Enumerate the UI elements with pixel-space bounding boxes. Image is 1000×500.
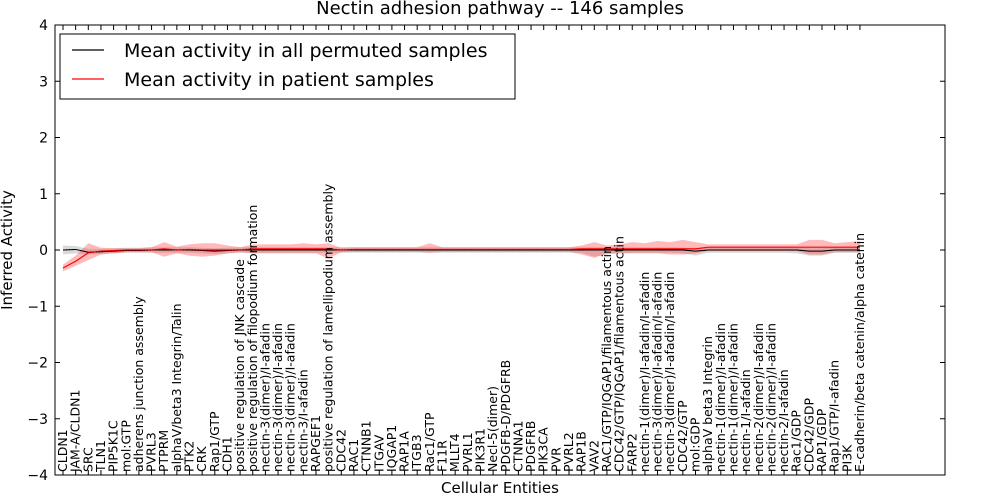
y-tick-label: −4 xyxy=(27,468,48,484)
x-tick-label: PTPRM xyxy=(156,430,171,472)
x-tick-label: Rap1/GTP xyxy=(207,411,222,472)
x-tick-label: IQGAP1 xyxy=(384,425,399,472)
x-tick-label: nectin-2/I-afadin xyxy=(776,369,791,472)
y-tick-label: −3 xyxy=(27,412,48,428)
y-axis-title: Inferred Activity xyxy=(0,190,16,310)
legend: Mean activity in all permuted samples Me… xyxy=(59,33,516,100)
x-tick-label: positive regulation of lamellipodium ass… xyxy=(321,183,336,472)
x-tick-label: nectin-1(dimer)/I-afadin/I-afadin xyxy=(637,272,652,472)
x-tick-label: JAM-A/CLDN1 xyxy=(68,390,83,473)
x-tick-label: CTNNB1 xyxy=(359,420,374,472)
y-tick-label: 3 xyxy=(39,74,48,90)
x-tick-label: CDC42/GTP/IQGAP1/filamentous actin xyxy=(612,236,627,472)
x-tick-label: PDGFRB xyxy=(523,421,538,472)
y-tick-label: 4 xyxy=(39,18,48,34)
x-tick-label: RAP1/GDP xyxy=(814,408,829,472)
x-tick-label: PVR xyxy=(548,447,563,472)
band-series-1 xyxy=(63,239,860,272)
x-tick-label: PVRL2 xyxy=(561,432,576,472)
x-tick-label: CDC42/GDP xyxy=(801,397,816,472)
x-tick-label: nectin-2(dimer)/I-afadin xyxy=(763,323,778,472)
x-tick-label: nectin-1/I-afadin xyxy=(738,369,753,472)
x-tick-label: adherens junction assembly xyxy=(131,296,146,472)
x-tick-label: CDC42/GTP xyxy=(675,400,690,472)
y-axis: −4 −3 −2 −1 0 1 2 3 4 xyxy=(27,18,945,484)
x-tick-label: nectin-1(dimer)/I-afadin xyxy=(713,323,728,472)
x-tick-label: CDH1 xyxy=(219,436,234,472)
y-tick-label: −2 xyxy=(27,356,48,372)
x-tick-label: CDC42 xyxy=(333,429,348,472)
x-tick-label: nectin-3(dimer)/I-afadin/I-afadin xyxy=(650,272,665,472)
x-tick-label: PIK3R1 xyxy=(472,428,487,472)
y-tick-label: 1 xyxy=(39,187,48,203)
x-tick-label: RAPGEF1 xyxy=(308,415,323,472)
line-series-1 xyxy=(62,246,860,269)
legend-box xyxy=(59,33,516,100)
legend-label-permuted: Mean activity in all permuted samples xyxy=(124,40,487,62)
x-tick-label: ITGB3 xyxy=(409,434,424,472)
x-tick-label: Necl-5(dimer) xyxy=(485,386,500,472)
x-tick-label: nectin-3(dimer)/I-afadin xyxy=(257,323,272,472)
x-tick-label: nectin-1(dimer)/I-afadin xyxy=(725,323,740,472)
x-tick-label: MLLT4 xyxy=(447,433,462,472)
x-tick-label: FARP2 xyxy=(624,433,639,472)
x-tick-label: positive regulation of filopodium format… xyxy=(245,205,260,472)
x-tick-label: mol:GTP xyxy=(118,420,133,472)
x-tick-label: nectin-2(dimer)/I-afadin xyxy=(751,323,766,472)
x-tick-label: positive regulation of JNK cascade xyxy=(232,259,247,472)
x-tick-label: TLN1 xyxy=(93,440,108,473)
x-tick-label: Rap1/GTP/I-afadin xyxy=(827,360,842,472)
x-tick-label: PTK2 xyxy=(182,441,197,472)
y-tick-label: 0 xyxy=(39,243,48,259)
x-tick-label: alphaV/beta3 Integrin/Talin xyxy=(169,304,184,473)
x-tick-label: RAC1 xyxy=(346,439,361,472)
x-tick-label: SRC xyxy=(80,447,95,472)
x-tick-label: Rac1/GTP xyxy=(422,412,437,472)
x-tick-label: E-cadherin/beta catenin/alpha catenin xyxy=(852,233,867,472)
x-tick-label: Rac1/GDP xyxy=(789,410,804,472)
chart-title: Nectin adhesion pathway -- 146 samples xyxy=(316,0,684,19)
x-tick-label: PI3K xyxy=(839,444,854,472)
x-axis-title: Cellular Entities xyxy=(441,479,559,497)
series-lines xyxy=(62,246,860,269)
x-tick-label: nectin-3/I-afadin xyxy=(295,369,310,472)
x-tick-label: RAP1A xyxy=(397,431,412,472)
x-axis: CLDN1JAM-A/CLDN1SRCTLN1PIP5K1Cmol:GTPadh… xyxy=(55,25,867,475)
x-tick-label: CLDN1 xyxy=(55,429,70,472)
x-tick-label: ITGAV xyxy=(371,434,386,472)
x-tick-label: alphaV beta3 Integrin xyxy=(700,336,715,472)
x-tick-label: F11R xyxy=(435,440,450,472)
x-tick-label: RAP1B xyxy=(574,431,589,472)
x-tick-label: PIK3CA xyxy=(536,427,551,472)
x-tick-label: RAC1/GTP/IQGAP1/filamentous actin xyxy=(599,246,614,472)
x-tick-label: CRK xyxy=(194,446,209,472)
x-tick-label: PIP5K1C xyxy=(106,420,121,472)
y-tick-label: 2 xyxy=(39,131,48,147)
x-tick-label: nectin-3(dimer)/I-afadin xyxy=(270,323,285,472)
x-tick-label: nectin-3(dimer)/I-afadin xyxy=(283,323,298,472)
x-tick-label: nectin-3(dimer)/I-afadin/I-afadin xyxy=(662,272,677,472)
x-tick-label: VAV2 xyxy=(586,440,601,472)
y-tick-label: −1 xyxy=(27,299,48,315)
x-tick-label: PDGFB-D/PDGFRB xyxy=(498,360,513,472)
x-tick-label: PVRL3 xyxy=(144,432,159,472)
x-tick-label: PVRL1 xyxy=(460,432,475,472)
legend-label-patient: Mean activity in patient samples xyxy=(124,69,434,91)
x-tick-label: mol:GDP xyxy=(688,417,703,472)
x-tick-label: CTNNA1 xyxy=(510,420,525,472)
